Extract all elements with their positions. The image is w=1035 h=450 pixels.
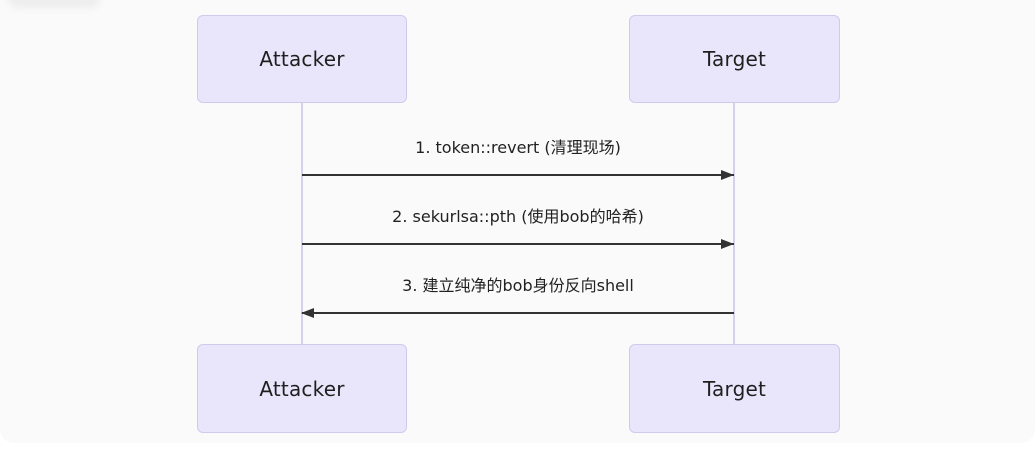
actor-box-attacker-top: Attacker: [197, 15, 407, 103]
message-3-line: [302, 312, 734, 314]
cutoff-ui-artifact: [8, 0, 100, 8]
message-2-label: 2. sekurlsa::pth (使用bob的哈希): [392, 207, 644, 226]
lifeline-attacker: [301, 103, 303, 344]
actor-box-target-bottom: Target: [629, 344, 840, 433]
arrowhead-right-icon: [721, 239, 734, 249]
arrowhead-right-icon: [721, 170, 734, 180]
actor-label-target-bottom: Target: [702, 376, 767, 401]
actor-box-attacker-bottom: Attacker: [197, 344, 407, 433]
message-1-label: 1. token::revert (清理现场): [415, 138, 621, 157]
actor-label-attacker-bottom: Attacker: [259, 376, 345, 401]
arrowhead-left-icon: [301, 308, 314, 318]
message-2-line: [302, 243, 734, 245]
lifeline-target: [733, 103, 735, 344]
actor-label-target-top: Target: [702, 47, 767, 71]
message-3-label: 3. 建立纯净的bob身份反向shell: [402, 276, 634, 295]
message-1-line: [302, 174, 734, 176]
actor-box-target-top: Target: [629, 15, 840, 103]
actor-label-attacker-top: Attacker: [259, 47, 345, 71]
